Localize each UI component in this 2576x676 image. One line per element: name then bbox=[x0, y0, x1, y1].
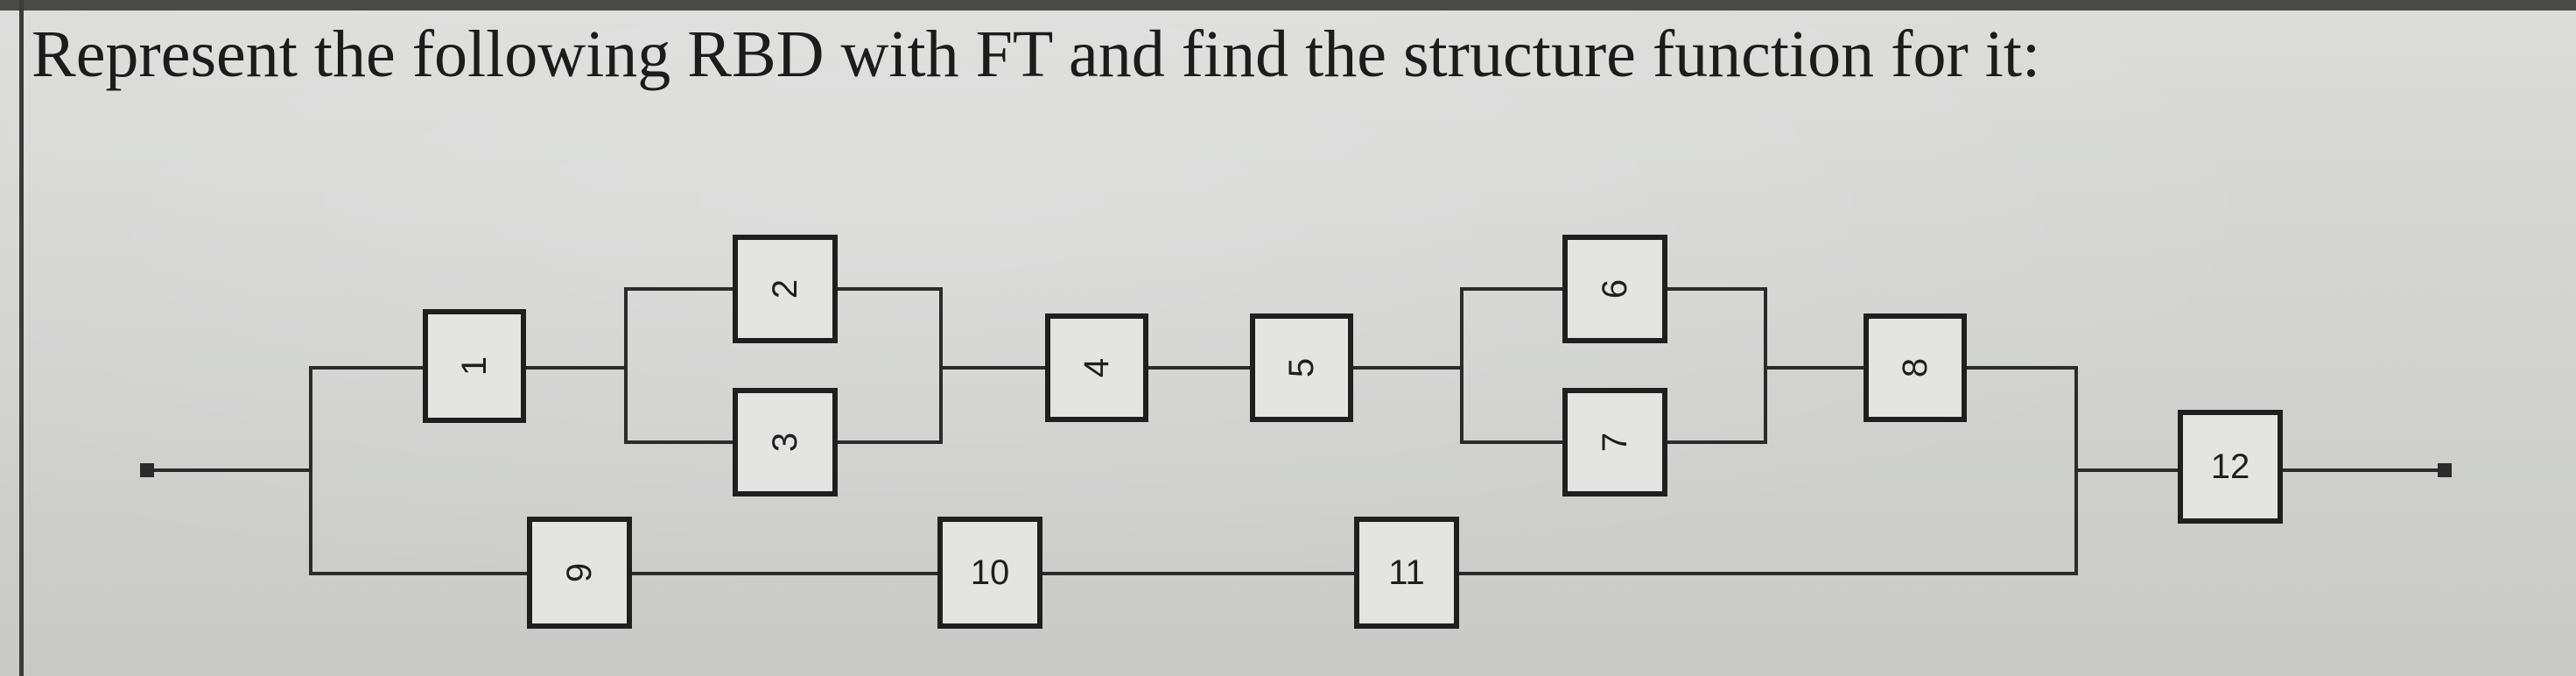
question-title: Represent the following RBD with FT and … bbox=[32, 18, 2041, 91]
block-2-label: 2 bbox=[766, 279, 804, 299]
block-10: 10 bbox=[937, 517, 1042, 629]
block-8: 8 bbox=[1864, 313, 1967, 422]
block-10-label: 10 bbox=[971, 553, 1010, 592]
block-7: 7 bbox=[1562, 388, 1667, 496]
block-5-box bbox=[1250, 313, 1353, 422]
block-6-label: 6 bbox=[1596, 279, 1634, 299]
block-12: 12 bbox=[2178, 410, 2283, 524]
block-8-box bbox=[1864, 313, 1967, 422]
block-2: 2 bbox=[733, 235, 838, 343]
block-11-label: 11 bbox=[1388, 553, 1425, 592]
block-9: 9 bbox=[527, 517, 632, 629]
wires bbox=[144, 287, 2448, 575]
input-terminal bbox=[140, 463, 154, 477]
block-5-label: 5 bbox=[1282, 358, 1321, 377]
block-4-box bbox=[1045, 313, 1148, 422]
block-4-label: 4 bbox=[1077, 358, 1116, 377]
wire-8-to-join bbox=[1962, 366, 2078, 472]
block-11-box bbox=[1354, 517, 1459, 629]
block-1: 1 bbox=[423, 309, 526, 423]
block-9-label: 9 bbox=[560, 563, 599, 582]
block-6-box bbox=[1562, 235, 1667, 343]
block-3: 3 bbox=[733, 388, 838, 496]
block-6: 6 bbox=[1562, 235, 1667, 343]
output-terminal bbox=[2438, 463, 2452, 477]
block-12-label: 12 bbox=[2211, 447, 2250, 486]
wire-11-to-join bbox=[1455, 468, 2078, 575]
block-3-label: 3 bbox=[766, 433, 804, 452]
block-3-box bbox=[733, 388, 838, 496]
page-left-edge bbox=[19, 0, 24, 676]
block-1-box bbox=[423, 309, 526, 423]
block-2-box bbox=[733, 235, 838, 343]
page-top-edge bbox=[0, 0, 2576, 11]
block-1-label: 1 bbox=[455, 356, 494, 376]
block-11: 11 bbox=[1354, 517, 1459, 629]
block-10-box bbox=[937, 517, 1042, 629]
block-4: 4 bbox=[1045, 313, 1148, 422]
block-12-box bbox=[2178, 410, 2283, 524]
block-9-box bbox=[527, 517, 632, 629]
block-5: 5 bbox=[1250, 313, 1353, 422]
block-7-box bbox=[1562, 388, 1667, 496]
block-7-label: 7 bbox=[1596, 433, 1634, 452]
block-8-label: 8 bbox=[1896, 358, 1934, 377]
